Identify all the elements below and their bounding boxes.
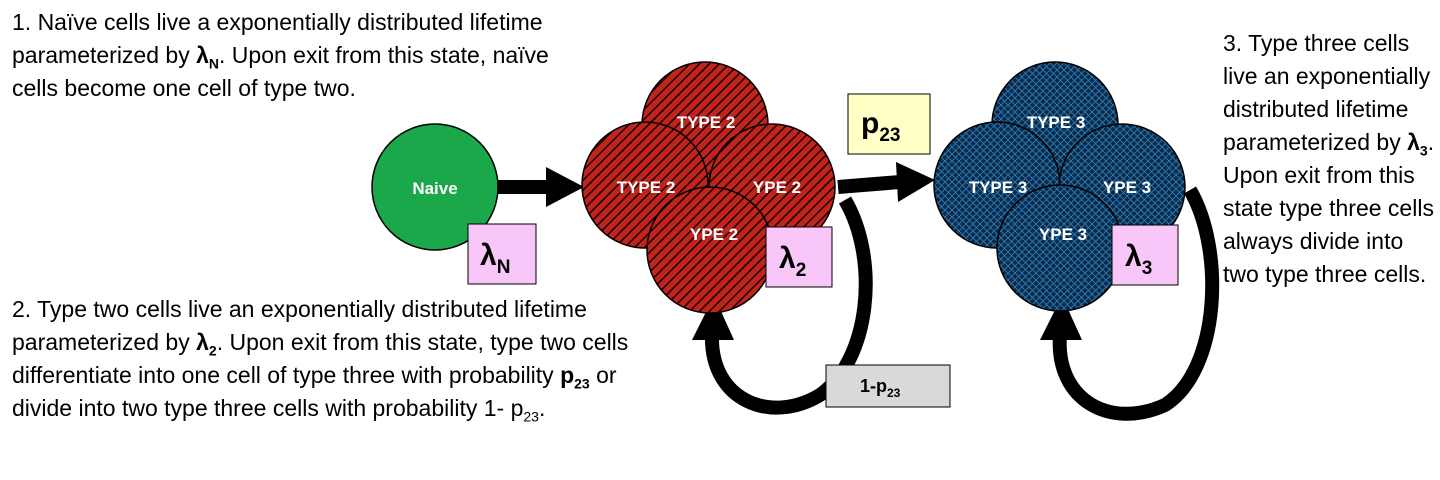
caption-type3-lambda: λ xyxy=(1407,129,1420,155)
caption-type2-prob-sub: 23 xyxy=(574,375,590,392)
type2-cell-bottom xyxy=(646,186,774,314)
naive-circle xyxy=(371,123,499,251)
type2-label-top: TYPE 2 xyxy=(677,113,736,132)
p23-sub: 23 xyxy=(879,125,900,146)
caption-type2-lambda: λ xyxy=(196,329,209,355)
rate-box-lambda-3: λ3 xyxy=(1111,224,1179,286)
type3-cell-bottom xyxy=(996,184,1124,312)
node-type3-cluster: TYPE 3 TYPE 3 YPE 3 YPE 3 xyxy=(933,61,1186,312)
type3-label-left: TYPE 3 xyxy=(969,178,1028,197)
caption-type2-text-2: . Upon exit from this state, type two ce… xyxy=(12,329,629,388)
rate-box-p23: p23 xyxy=(847,93,931,155)
caption-type3-lambda-sub: 3 xyxy=(1419,142,1428,159)
svg-text:1-p23: 1-p23 xyxy=(860,376,901,400)
rate-box-lambda-2: λ2 xyxy=(765,226,833,288)
rate-box-one-minus-p23: 1-p23 xyxy=(825,364,951,408)
caption-type2: 2. Type two cells live an exponentially … xyxy=(12,293,672,425)
type2-label-bottom: YPE 2 xyxy=(690,225,738,244)
type2-label-left: TYPE 2 xyxy=(617,178,676,197)
svg-text:λ3: λ3 xyxy=(1125,240,1152,279)
lambda-n-symbol: λ xyxy=(480,239,497,272)
lambda-3-symbol: λ xyxy=(1125,240,1142,273)
node-type2-cluster: TYPE 2 TYPE 2 YPE 2 YPE 2 xyxy=(581,61,836,314)
one-minus-p23-symbol: 1-p xyxy=(860,376,887,396)
svg-text:λ2: λ2 xyxy=(779,242,806,281)
lambda-2-sub: 2 xyxy=(796,260,807,281)
caption-type3-text-1: 3. Type three cells live an exponentiall… xyxy=(1223,30,1431,155)
node-naive: Naive xyxy=(371,123,499,251)
loop-type3 xyxy=(1040,186,1220,421)
type3-label-top: TYPE 3 xyxy=(1027,113,1086,132)
caption-type2-text-3: or divide into two type three cells with… xyxy=(12,362,617,421)
caption-type2-prob: p xyxy=(560,362,575,388)
caption-naive-text-1: 1. Naïve cells live a exponentially dist… xyxy=(12,9,543,68)
svg-text:p23: p23 xyxy=(861,107,900,146)
arrow-naive-to-type2 xyxy=(498,167,584,207)
rate-box-lambda-n: λN xyxy=(467,223,537,285)
caption-type3-text-2: . Upon exit from this state type three c… xyxy=(1223,129,1435,287)
caption-type3: 3. Type three cells live an exponentiall… xyxy=(1223,27,1438,291)
caption-type2-lambda-sub: 2 xyxy=(208,342,217,359)
lambda-3-sub: 3 xyxy=(1142,258,1153,279)
caption-naive-lambda-sub: N xyxy=(208,55,220,72)
p23-symbol: p xyxy=(861,107,879,140)
caption-naive-text-2: . Upon exit from this state, naïve cells… xyxy=(12,42,549,101)
caption-type2-text-1: 2. Type two cells live an exponentially … xyxy=(12,296,587,355)
arrow-type2-to-type3 xyxy=(837,162,935,202)
loop-type2 xyxy=(692,196,873,415)
type3-label-right: YPE 3 xyxy=(1103,178,1151,197)
one-minus-p23-sub: 23 xyxy=(887,386,901,400)
naive-label: Naive xyxy=(412,179,457,198)
type3-label-bottom: YPE 3 xyxy=(1039,225,1087,244)
caption-naive-lambda: λ xyxy=(196,42,209,68)
lambda-2-symbol: λ xyxy=(779,242,796,275)
svg-text:λN: λN xyxy=(480,239,510,278)
lambda-n-sub: N xyxy=(497,257,511,278)
caption-naive: 1. Naïve cells live a exponentially dist… xyxy=(12,6,587,105)
type2-label-right: YPE 2 xyxy=(753,178,801,197)
caption-type2-prob2-sub: 23 xyxy=(523,408,539,425)
caption-type2-text-4: . xyxy=(538,395,546,421)
